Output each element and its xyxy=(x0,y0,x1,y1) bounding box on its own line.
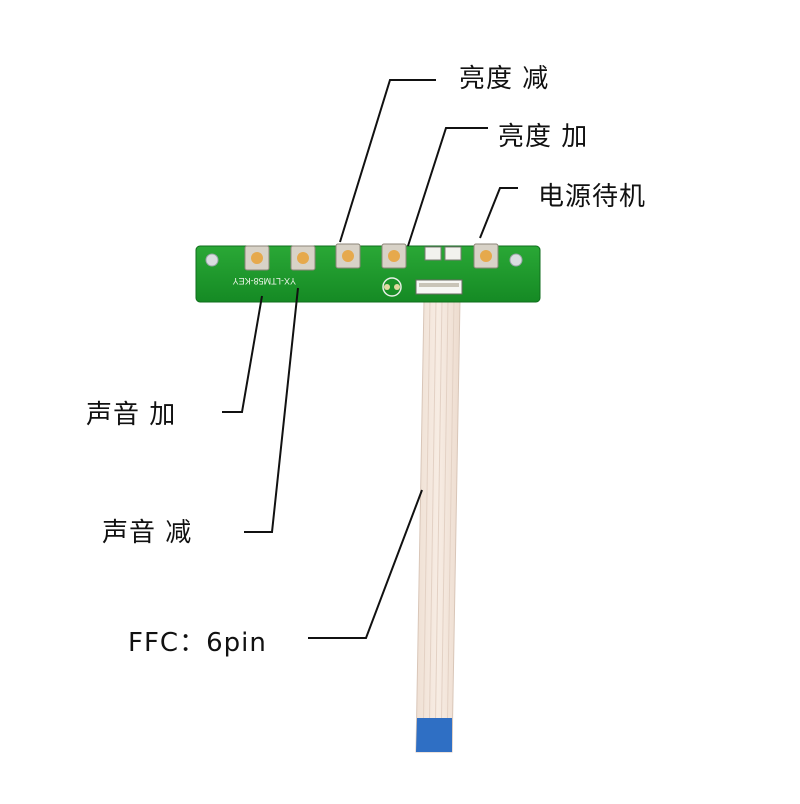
tact-switch-volume-up xyxy=(244,245,270,271)
label-brightness-up: 亮度 加 xyxy=(498,122,589,152)
ffc-ribbon-cable xyxy=(415,299,461,753)
leader-power xyxy=(479,187,518,239)
leader-brightness-down xyxy=(339,79,436,243)
label-power-standby: 电源待机 xyxy=(538,182,647,212)
label-ffc: FFC：6pin xyxy=(128,628,267,658)
leader-ffc xyxy=(308,489,423,639)
led-footprint xyxy=(382,277,402,297)
ribbon-stiffener xyxy=(416,718,452,752)
silkscreen-text: YX-LTM58-KEY xyxy=(233,276,296,286)
ffc-connector xyxy=(415,246,463,295)
tact-switch-volume-down xyxy=(290,245,316,271)
pcb-board: YX-LTM58-KEY xyxy=(195,243,541,303)
label-volume-down: 声音 减 xyxy=(102,518,193,548)
tact-switch-power xyxy=(473,243,499,269)
mounting-hole-right xyxy=(509,253,523,267)
leader-lines xyxy=(222,79,518,639)
leader-brightness-up xyxy=(407,127,488,247)
tact-switch-brightness-down xyxy=(335,243,361,269)
tact-switch-brightness-up xyxy=(381,243,407,269)
leader-volume-up xyxy=(222,295,263,413)
mounting-hole-left xyxy=(205,253,219,267)
leader-volume-down xyxy=(244,287,299,533)
label-volume-up: 声音 加 xyxy=(86,400,177,430)
label-brightness-down: 亮度 减 xyxy=(459,64,550,94)
